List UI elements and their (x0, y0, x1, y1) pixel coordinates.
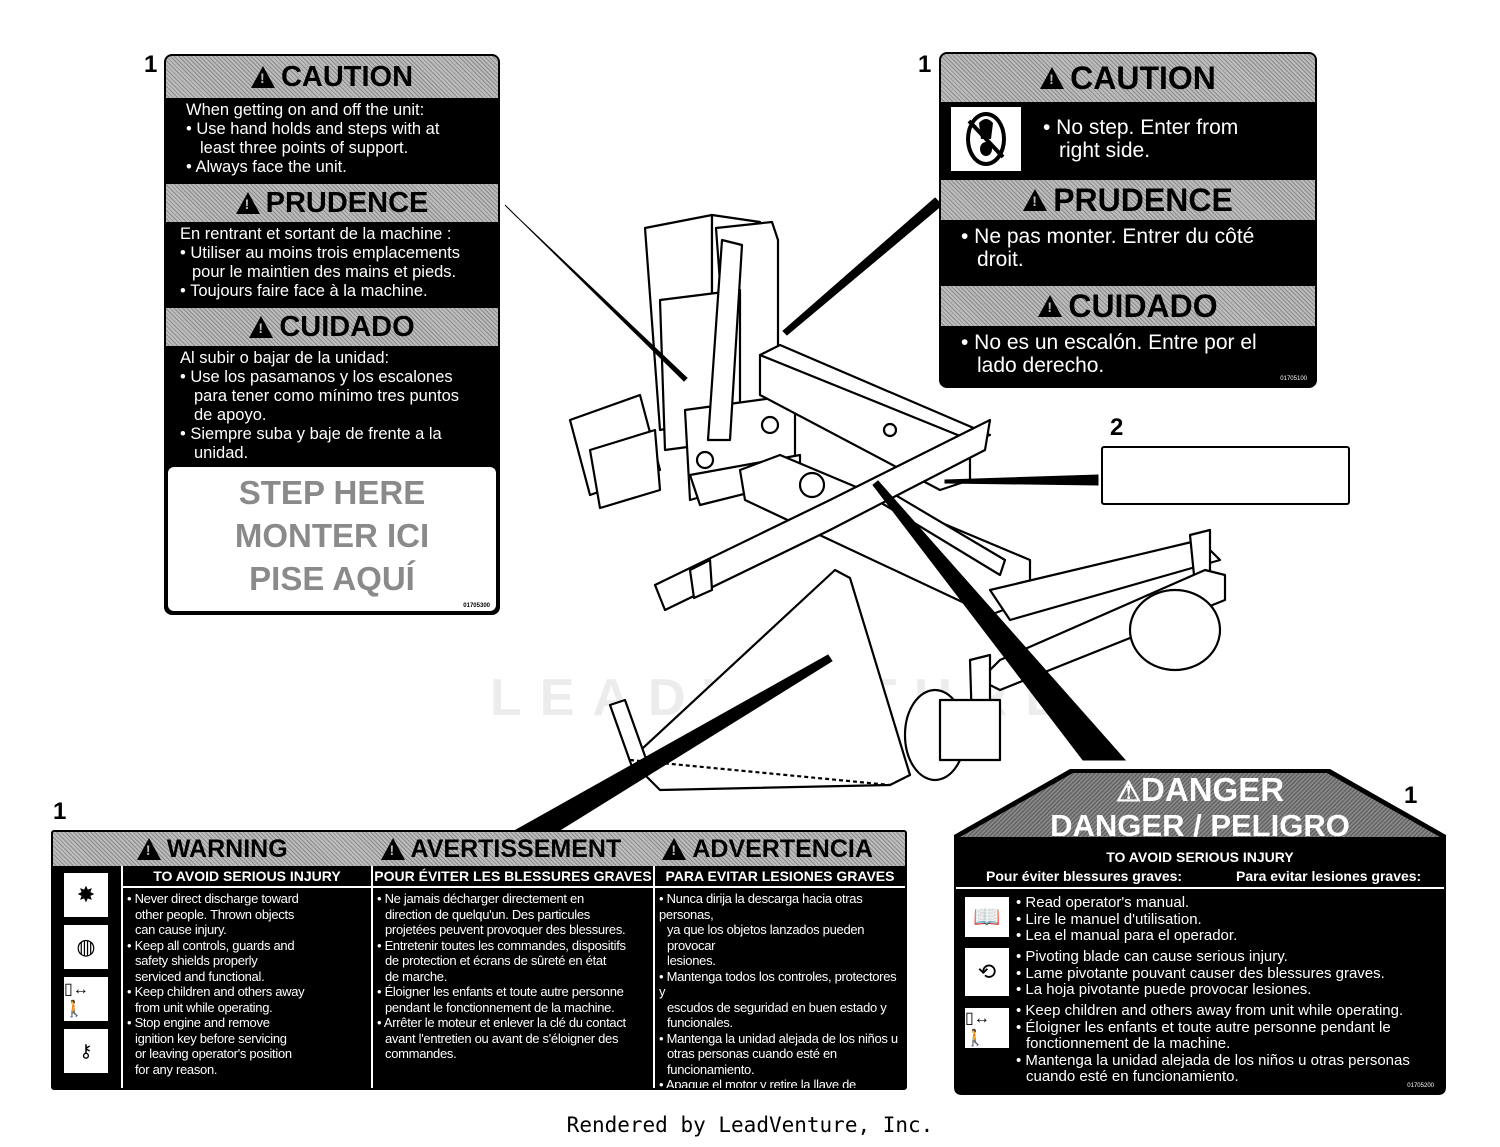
warning-text-line: de protection et écrans de sûreté en éta… (385, 953, 607, 968)
warning-text-line: • Arrêter le moteur et enlever la clé du… (377, 1015, 626, 1030)
part-number: 01705300 (463, 603, 490, 609)
guards-shields-icon: ◍ (63, 924, 109, 970)
danger-header: ⚠DANGER (1115, 771, 1285, 808)
caution-header: CAUTION (166, 56, 498, 98)
warning-triangle-icon: ⚠ (1115, 776, 1142, 807)
warning-text-line: commandes. (385, 1046, 457, 1061)
callout-number: 1 (1404, 782, 1418, 809)
warning-triangle-icon (1023, 189, 1048, 211)
keep-away-icon: ▯↔🚶 (63, 976, 109, 1022)
footer-credit: Rendered by LeadVenture, Inc. (566, 1113, 934, 1137)
step-here-decal: CAUTION When getting on and off the unit… (164, 54, 500, 615)
blank-decal (1101, 446, 1350, 505)
warning-text-line: ya que los objetos lanzados pueden provo… (667, 922, 865, 953)
danger-decal: ⚠DANGER DANGER / PELIGRO TO AVOID SERIOU… (952, 767, 1448, 1097)
no-step-decal: CAUTION • No step. Enter from right side… (939, 52, 1317, 388)
warning-text-line: other people. Thrown objects (135, 906, 295, 922)
callout-number: 2 (1110, 414, 1124, 441)
cuidado-header: CUIDADO (941, 286, 1315, 326)
callout-number: 1 (144, 51, 158, 78)
keep-away-icon: ▯↔🚶 (964, 1007, 1010, 1049)
step-here-panel: STEP HERE MONTER ICI PISE AQUÍ 01705300 (168, 467, 496, 611)
warning-text-line: avant l'entretien ou avant de s'éloigner… (385, 1030, 619, 1046)
warning-decal: WARNING AVERTISSEMENT ADVERTENCIA ✸ ◍ ▯↔… (51, 830, 907, 1090)
thrown-objects-icon: ✸ (63, 872, 109, 918)
prudence-text: En rentrant et sortant de la machine : •… (180, 225, 460, 300)
warning-text-line: for any reason. (135, 1061, 218, 1077)
part-number: 01705200 (1407, 1083, 1434, 1089)
cuidado-header: CUIDADO (166, 308, 498, 346)
manual-icon: 📖 (964, 896, 1010, 938)
warning-triangle-icon (250, 66, 275, 88)
prudence-header: PRUDENCE (941, 180, 1315, 220)
warning-triangle-icon (1040, 67, 1065, 89)
warning-text-line: • Mantenga la unidad alejada de los niño… (659, 1030, 898, 1046)
warning-text-line: • Keep all controls, guards and (127, 937, 295, 953)
caution-text: When getting on and off the unit: • Use … (186, 101, 440, 176)
warning-text-line: • Nunca dirija la descarga hacia otras p… (659, 891, 863, 922)
remove-key-icon: ⚷ (63, 1028, 109, 1074)
warning-text-line: escudos de seguridad en buen estado y (667, 999, 887, 1015)
danger-subtitle: TO AVOID SERIOUS INJURY (1106, 849, 1294, 865)
warning-text-line: serviced and functional. (135, 968, 265, 984)
warning-text-line: • Éloigner les enfants et toute autre pe… (377, 984, 624, 999)
warning-text-line: • Ne jamais décharger directement en (377, 891, 584, 906)
danger-peligro-header: DANGER / PELIGRO (1050, 808, 1350, 843)
pivoting-blade-icon: ⟲ (964, 947, 1010, 997)
warning-triangle-icon (136, 838, 161, 860)
prudence-text: • Ne pas monter. Entrer du côté droit. (961, 225, 1255, 271)
warning-header-row: WARNING AVERTISSEMENT ADVERTENCIA (53, 832, 905, 866)
warning-text-line: ignition key before servicing (135, 1030, 287, 1046)
warning-text-line: lesiones. (667, 953, 716, 968)
warning-triangle-icon (1038, 295, 1063, 317)
warning-text-line: • Stop engine and remove (127, 1015, 270, 1030)
warning-text-line: • Entretenir toutes les commandes, dispo… (377, 937, 626, 953)
warning-text-line: can cause injury. (135, 922, 227, 937)
part-number: 01705100 (1280, 376, 1307, 382)
callout-number: 1 (918, 51, 932, 78)
english-column: TO AVOID SERIOUS INJURY • Never direct d… (121, 866, 371, 1088)
caution-header: CAUTION (941, 54, 1315, 102)
keep-away-text: • Keep children and others away from uni… (1016, 1002, 1410, 1085)
warning-text-line: safety shields properly (135, 953, 258, 968)
warning-text-line: funcionamiento. (667, 1061, 755, 1077)
cuidado-text: • No es un escalón. Entre por el lado de… (961, 331, 1257, 377)
warning-text-line: • Apague el motor y retire la llave de e… (659, 1077, 856, 1090)
warning-triangle-icon (662, 838, 687, 860)
callout-number: 1 (53, 798, 67, 825)
warning-triangle-icon (235, 192, 260, 214)
warning-triangle-icon (249, 316, 274, 338)
french-column: POUR ÉVITER LES BLESSURES GRAVES • Ne ja… (371, 866, 653, 1088)
warning-text-line: de marche. (385, 968, 448, 984)
warning-text-line: or leaving operator's position (135, 1046, 292, 1061)
warning-text-line: • Never direct discharge toward (127, 891, 299, 906)
warning-text-line: otras personas cuando esté en (667, 1046, 837, 1061)
no-step-icon (951, 107, 1021, 171)
warning-triangle-icon (380, 838, 405, 860)
warning-text-line: from unit while operating. (135, 999, 273, 1015)
warning-text-line: funcionales. (667, 1015, 733, 1030)
prudence-header: PRUDENCE (166, 184, 498, 222)
warning-text-line: pendant le fonctionnement de la machine. (385, 999, 615, 1015)
warning-text-line: projetées peuvent provoquer des blessure… (385, 922, 626, 937)
warning-text-line: • Keep children and others away (127, 984, 305, 999)
manual-text: • Read operator's manual. • Lire le manu… (1016, 894, 1238, 944)
warning-text-line: direction de quelqu'un. Des particules (385, 906, 590, 922)
cuidado-text: Al subir o bajar de la unidad: • Use los… (180, 349, 460, 462)
blade-text: • Pivoting blade can cause serious injur… (1016, 948, 1385, 998)
spanish-column: PARA EVITAR LESIONES GRAVES • Nunca diri… (653, 866, 905, 1088)
warning-text-line: • Mantenga todos los controles, protecto… (659, 968, 897, 1000)
